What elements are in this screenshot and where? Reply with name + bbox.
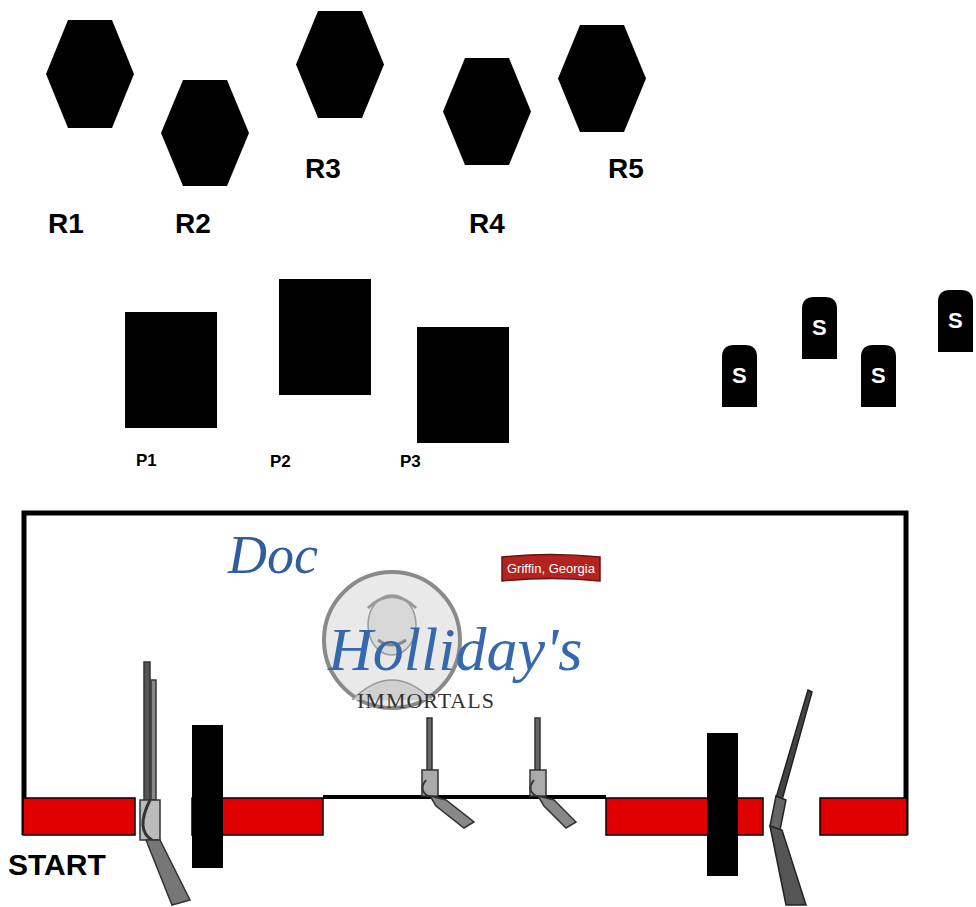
target-label: S	[732, 365, 747, 387]
pistol-target: P1	[125, 312, 217, 428]
shotgun-target: S	[722, 345, 757, 407]
shotgun-target: S	[802, 297, 837, 359]
logo-text: Holliday's	[328, 618, 582, 680]
revolver	[422, 718, 474, 828]
target-shape	[443, 58, 531, 165]
rifle-target: R2	[161, 80, 249, 186]
logo-banner: Griffin, Georgia	[500, 552, 602, 584]
post	[192, 725, 223, 868]
target-shape	[279, 279, 371, 395]
logo-text: IMMORTALS	[357, 690, 495, 712]
rifle-target: R5	[558, 25, 646, 132]
revolver	[530, 718, 576, 828]
shotgun	[770, 690, 812, 905]
pistol-target: P3	[417, 327, 509, 443]
target-label: P2	[270, 453, 291, 470]
target-shape	[161, 80, 249, 186]
target-label: S	[948, 310, 963, 332]
banner-text: Griffin, Georgia	[507, 562, 595, 575]
target-label: P1	[136, 452, 157, 469]
building-outline	[24, 513, 906, 835]
target-label: R4	[469, 210, 505, 238]
logo-text: Doc	[228, 528, 318, 582]
shotgun-target: S	[938, 290, 973, 352]
target-label: R1	[48, 210, 84, 238]
target-shape	[46, 20, 134, 128]
start-label: START	[8, 850, 106, 880]
target-label: P3	[400, 453, 421, 470]
target-label: S	[871, 365, 886, 387]
pistol-target: P2	[279, 279, 371, 395]
target-label: R3	[305, 155, 341, 183]
target-shape	[417, 327, 509, 443]
shotgun-target: S	[861, 345, 896, 407]
rifle-target: R3	[296, 11, 384, 118]
post	[707, 733, 738, 876]
target-shape	[296, 11, 384, 118]
target-shape	[125, 312, 217, 428]
rifle	[140, 662, 190, 905]
rifle-target: R1	[46, 20, 134, 128]
target-label: R2	[175, 210, 211, 238]
bench-top	[323, 795, 606, 799]
rifle-target: R4	[443, 58, 531, 165]
target-label: R5	[608, 155, 644, 183]
target-shape	[558, 25, 646, 132]
target-label: S	[812, 317, 827, 339]
